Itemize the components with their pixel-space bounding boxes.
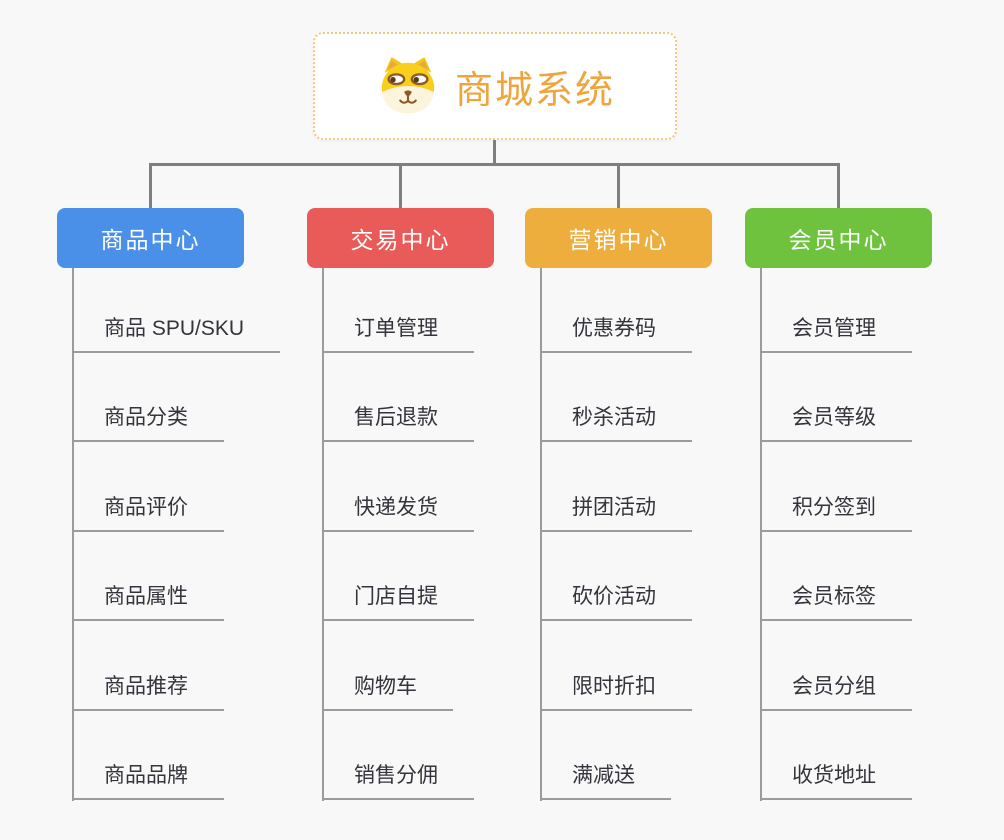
leaf-node[interactable]: 门店自提 [322, 583, 474, 621]
connector-drop-marketing [617, 164, 620, 208]
connector-horizontal-bar [149, 163, 840, 166]
leaf-node[interactable]: 商品品牌 [72, 762, 224, 800]
branch-label: 商品中心 [100, 227, 201, 253]
branch-node-member-center[interactable]: 会员中心 [745, 208, 932, 268]
leaf-node[interactable]: 优惠券码 [540, 315, 692, 353]
leaf-node[interactable]: 会员分组 [760, 673, 912, 711]
leaf-node[interactable]: 快递发货 [322, 494, 474, 532]
connector-root-stem [493, 140, 496, 164]
branch-label: 营销中心 [568, 227, 669, 253]
branch-label: 会员中心 [788, 227, 889, 253]
leaf-node[interactable]: 商品 SPU/SKU [72, 315, 281, 353]
root-node[interactable]: 商城系统 [313, 32, 677, 140]
leaf-node[interactable]: 售后退款 [322, 404, 474, 442]
leaf-node[interactable]: 销售分佣 [322, 762, 474, 800]
dog-face-icon [381, 56, 435, 114]
leaf-node[interactable]: 积分签到 [760, 494, 912, 532]
branch-label: 交易中心 [350, 227, 451, 253]
leaf-node[interactable]: 满减送 [540, 762, 671, 800]
connector-drop-trade [399, 164, 402, 208]
leaf-node[interactable]: 商品属性 [72, 583, 224, 621]
connector-drop-product [149, 164, 152, 208]
leaf-node[interactable]: 收货地址 [760, 762, 912, 800]
root-title: 商城系统 [454, 69, 615, 112]
branch-trunk-line [760, 268, 762, 801]
branch-trunk-line [322, 268, 324, 801]
leaf-node[interactable]: 订单管理 [322, 315, 474, 353]
branch-node-product-center[interactable]: 商品中心 [57, 208, 244, 268]
branch-node-trade-center[interactable]: 交易中心 [307, 208, 494, 268]
leaf-node[interactable]: 限时折扣 [540, 673, 692, 711]
leaf-node[interactable]: 商品分类 [72, 404, 224, 442]
branch-trunk-line [540, 268, 542, 801]
branch-node-marketing-center[interactable]: 营销中心 [525, 208, 712, 268]
branch-trunk-line [72, 268, 74, 801]
leaf-node[interactable]: 会员等级 [760, 404, 912, 442]
leaf-node[interactable]: 会员标签 [760, 583, 912, 621]
leaf-node[interactable]: 秒杀活动 [540, 404, 692, 442]
leaf-node[interactable]: 商品评价 [72, 494, 224, 532]
leaf-node[interactable]: 拼团活动 [540, 494, 692, 532]
connector-drop-member [837, 164, 840, 208]
leaf-node[interactable]: 商品推荐 [72, 673, 224, 711]
leaf-node[interactable]: 购物车 [322, 673, 453, 711]
leaf-node[interactable]: 会员管理 [760, 315, 912, 353]
leaf-node[interactable]: 砍价活动 [540, 583, 692, 621]
